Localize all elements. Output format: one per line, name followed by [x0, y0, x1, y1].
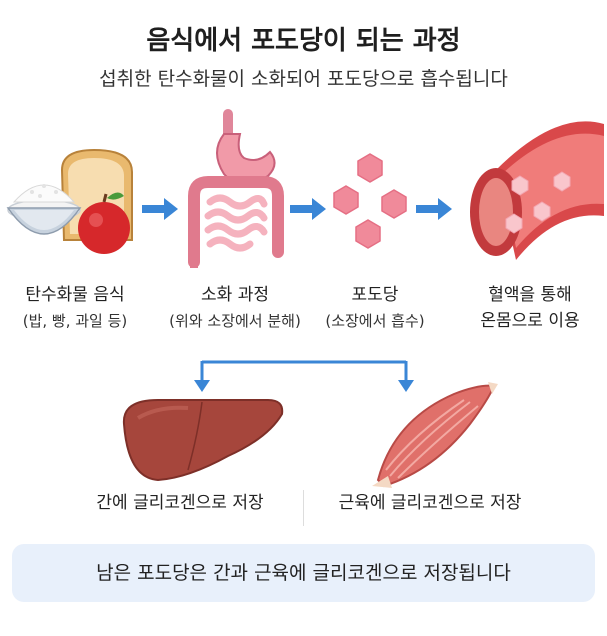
flow-arrow-icon	[416, 198, 452, 220]
step-blood-title: 혈액을 통해	[488, 285, 572, 305]
liver-icon	[122, 399, 284, 482]
carbohydrate-food-icon	[6, 148, 133, 254]
step-blood-label: 혈액을 통해 온몸으로 이용	[455, 282, 605, 334]
muscle-icon	[372, 382, 498, 488]
divider	[303, 490, 304, 526]
flow-arrow-icon	[290, 198, 326, 220]
step-glucose-title: 포도당	[351, 285, 399, 305]
page-subtitle: 섭취한 탄수화물이 소화되어 포도당으로 흡수됩니다	[99, 68, 508, 90]
step-digestion-label: 소화 과정 (위와 소장에서 분해)	[150, 282, 320, 334]
step-digestion-detail: (위와 소장에서 분해)	[169, 312, 301, 330]
step-food-label: 탄수화물 음식 (밥, 빵, 과일 등)	[0, 282, 150, 334]
step-blood-detail: 온몸으로 이용	[480, 311, 580, 331]
step-food-detail: (밥, 빵, 과일 등)	[22, 312, 128, 330]
page-title: 음식에서 포도당이 되는 과정	[146, 26, 461, 56]
digestive-system-icon	[188, 109, 284, 268]
flow-arrow-icon	[142, 198, 178, 220]
muscle-storage-label: 근육에 글리코겐으로 저장	[338, 493, 522, 513]
glucose-molecules-icon	[333, 153, 407, 249]
liver-storage-label: 간에 글리코겐으로 저장	[96, 493, 264, 513]
step-food-title: 탄수화물 음식	[25, 285, 125, 305]
step-glucose-label: 포도당 (소장에서 흡수)	[310, 282, 440, 334]
summary-box: 남은 포도당은 간과 근육에 글리코겐으로 저장됩니다	[12, 544, 595, 602]
step-digestion-title: 소화 과정	[201, 285, 269, 305]
blood-vessel-icon	[470, 121, 604, 260]
branch-arrow-icon	[194, 360, 414, 392]
step-glucose-detail: (소장에서 흡수)	[325, 312, 425, 330]
